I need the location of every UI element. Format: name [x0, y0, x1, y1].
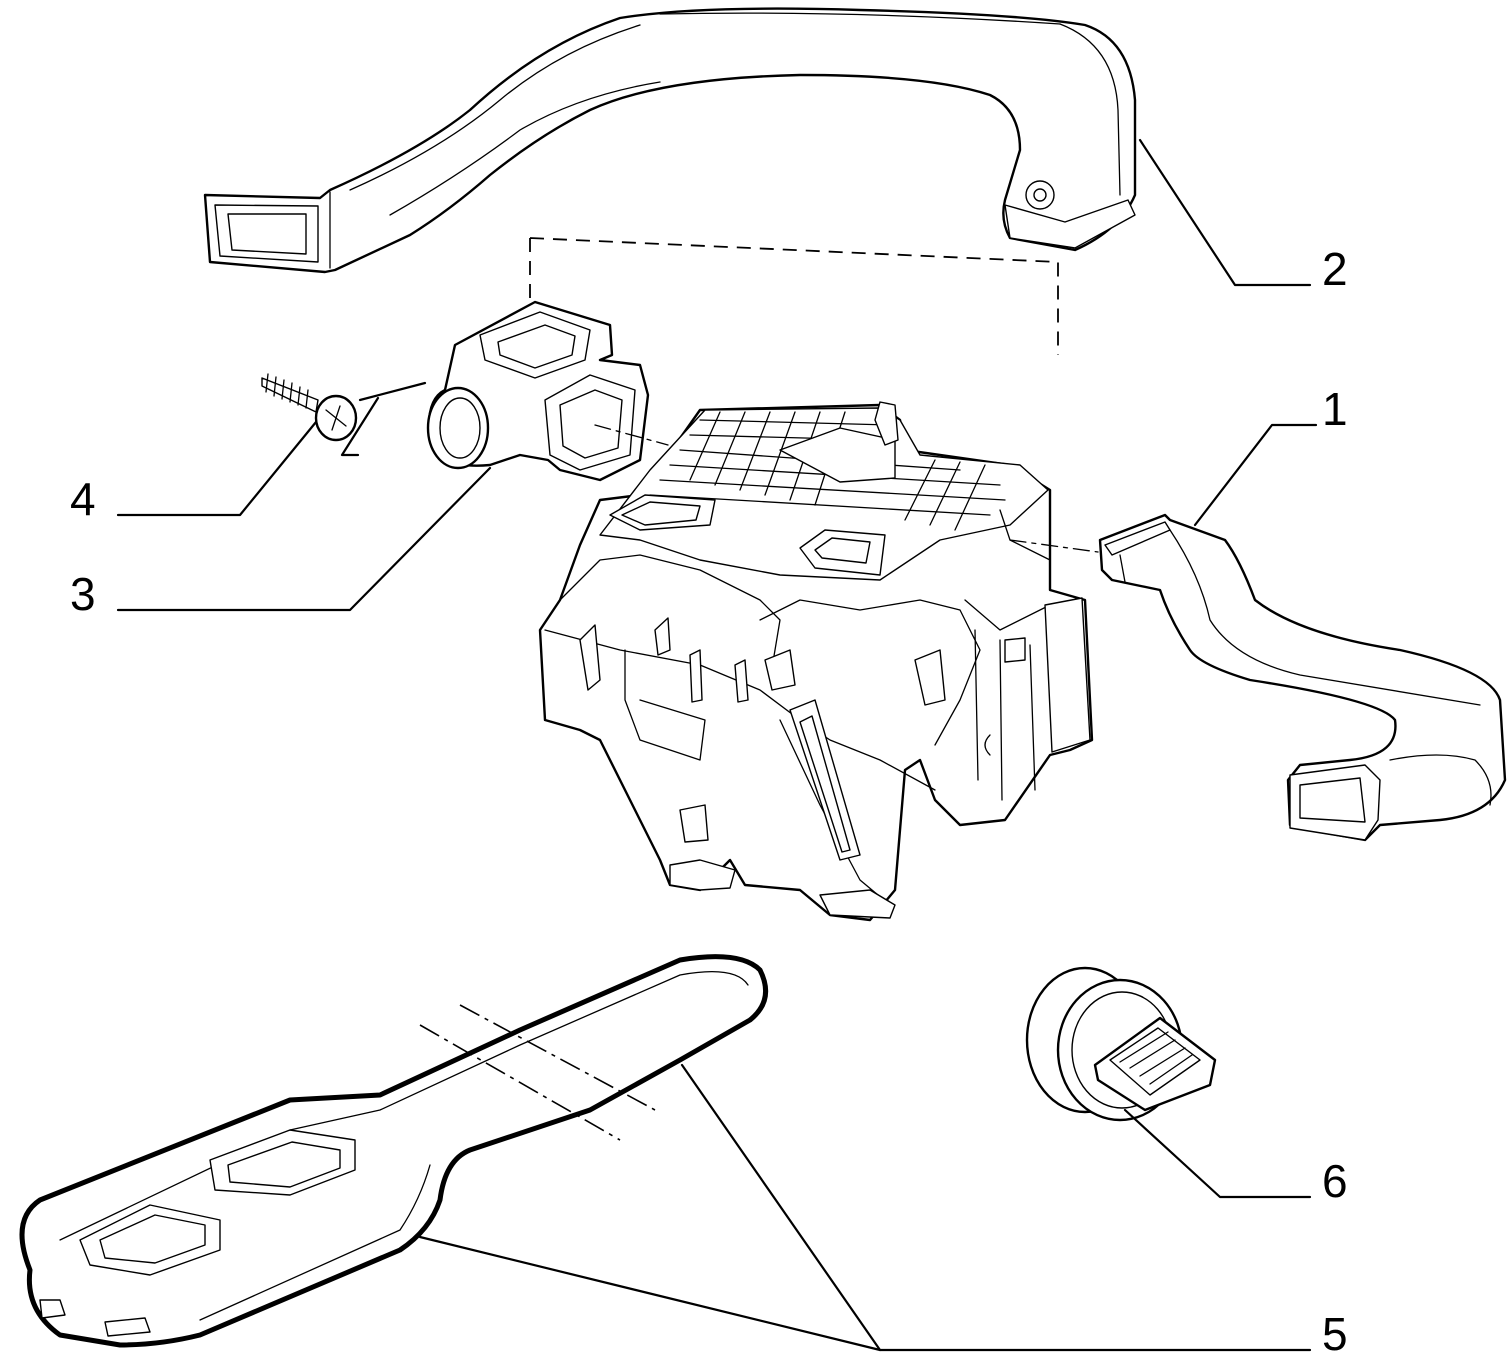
callout-4: 4 [70, 473, 96, 525]
callout-3: 3 [70, 568, 96, 620]
screw[interactable] [261, 373, 427, 457]
callout-6: 6 [1322, 1155, 1348, 1207]
round-vent-nozzle[interactable] [1025, 966, 1217, 1122]
side-air-duct[interactable] [1098, 513, 1507, 842]
leader-lines [116, 138, 1318, 1352]
heater-housing[interactable] [538, 401, 1094, 922]
duct-adapter[interactable] [426, 300, 650, 482]
floor-air-duct[interactable] [19, 954, 769, 1348]
upper-air-duct[interactable] [203, 7, 1137, 274]
callout-1: 1 [1322, 383, 1348, 435]
callout-5: 5 [1322, 1308, 1348, 1355]
callout-2: 2 [1322, 243, 1348, 295]
